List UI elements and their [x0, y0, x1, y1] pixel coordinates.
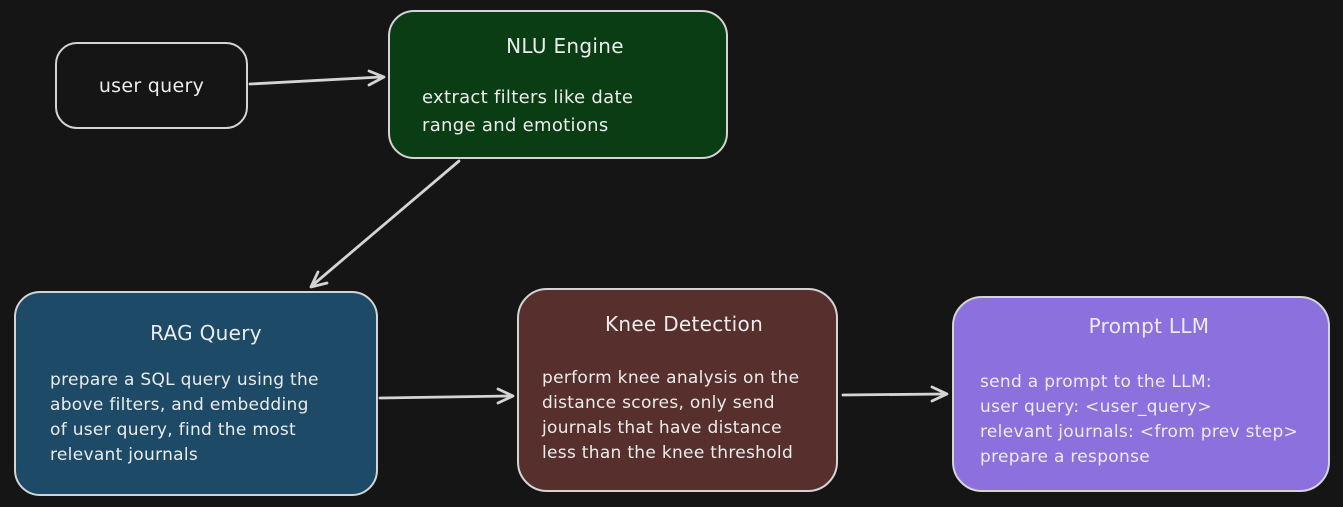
node-nlu-engine[interactable]: NLU Engine extract filters like date ran… — [388, 10, 728, 159]
node-rag-query[interactable]: RAG Query prepare a SQL query using the … — [14, 291, 378, 496]
edge-user-query-to-nlu-engine[interactable] — [248, 69, 386, 87]
node-user-query[interactable]: user query — [55, 42, 248, 129]
node-prompt-llm-body: send a prompt to the LLM: user query: <u… — [980, 372, 1299, 467]
arrowhead-icon — [496, 387, 515, 405]
node-rag-query-body: prepare a SQL query using the above filt… — [50, 370, 319, 465]
node-rag-query-title: RAG Query — [150, 321, 262, 345]
node-prompt-llm[interactable]: Prompt LLM send a prompt to the LLM: use… — [952, 296, 1330, 492]
arrowhead-icon — [930, 385, 949, 403]
node-nlu-engine-title: NLU Engine — [506, 34, 624, 58]
node-knee-detection-title: Knee Detection — [604, 312, 764, 336]
edge-nlu-engine-to-rag-query[interactable] — [309, 159, 461, 289]
node-knee-detection[interactable]: Knee Detection perform knee analysis on … — [517, 288, 838, 492]
arrowhead-icon — [309, 270, 329, 289]
node-user-query-label: user query — [98, 74, 205, 97]
node-prompt-llm-title: Prompt LLM — [1088, 314, 1210, 338]
node-nlu-engine-body: extract filters like date range and emot… — [422, 87, 634, 136]
node-knee-detection-body: perform knee analysis on the distance sc… — [542, 368, 800, 463]
edge-rag-query-to-knee-detection[interactable] — [378, 387, 515, 405]
arrowhead-icon — [367, 69, 386, 87]
edge-knee-detection-to-prompt-llm[interactable] — [841, 385, 949, 403]
